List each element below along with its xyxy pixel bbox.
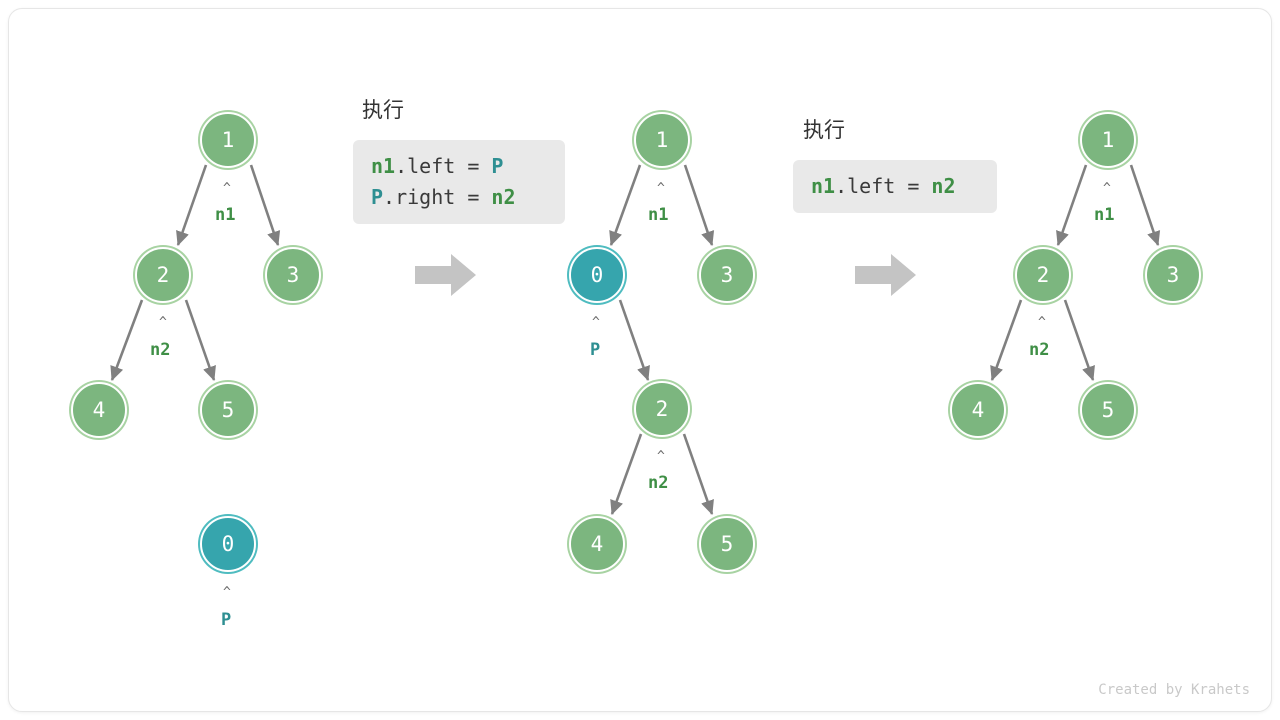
tree-node[interactable]: 1 — [200, 112, 256, 168]
step-title: 执行 — [803, 118, 845, 142]
code-token: n2 — [931, 174, 956, 198]
code-token: P — [491, 154, 504, 178]
code-token: .left = — [835, 174, 932, 198]
tree-node-highlighted[interactable]: 0 — [200, 516, 256, 572]
pointer-caret-icon: ^ — [223, 585, 231, 600]
code-token: .left = — [395, 154, 492, 178]
tree-node[interactable]: 3 — [265, 247, 321, 303]
tree-node-highlighted[interactable]: 0 — [569, 247, 625, 303]
tree-node[interactable]: 4 — [569, 516, 625, 572]
code-token: .right = — [383, 185, 492, 209]
step-title: 执行 — [362, 98, 404, 122]
tree-node[interactable]: 5 — [699, 516, 755, 572]
tree-node[interactable]: 4 — [71, 382, 127, 438]
tree-node[interactable]: 2 — [634, 381, 690, 437]
pointer-caret-icon: ^ — [1103, 181, 1111, 196]
tree-node[interactable]: 3 — [699, 247, 755, 303]
tree-node[interactable]: 1 — [1080, 112, 1136, 168]
pointer-label-n1: n1 — [1094, 205, 1115, 225]
pointer-caret-icon: ^ — [657, 181, 665, 196]
credit-text: Created by Krahets — [1098, 682, 1250, 698]
tree-node[interactable]: 2 — [135, 247, 191, 303]
pointer-caret-icon: ^ — [592, 315, 600, 330]
tree-node[interactable]: 2 — [1015, 247, 1071, 303]
code-token: n1 — [371, 154, 396, 178]
pointer-label-n2: n2 — [648, 473, 669, 493]
pointer-caret-icon: ^ — [223, 181, 231, 196]
pointer-caret-icon: ^ — [159, 315, 167, 330]
diagram-card — [8, 8, 1272, 712]
tree-node[interactable]: 3 — [1145, 247, 1201, 303]
pointer-caret-icon: ^ — [657, 449, 665, 464]
code-token: n2 — [491, 185, 516, 209]
pointer-caret-icon: ^ — [1038, 315, 1046, 330]
pointer-label-n2: n2 — [1029, 340, 1050, 360]
pointer-label-n1: n1 — [215, 205, 236, 225]
code-token: P — [371, 185, 384, 209]
tree-node[interactable]: 5 — [200, 382, 256, 438]
pointer-label-n1: n1 — [648, 205, 669, 225]
code-block-step1: n1.left = P P.right = n2 — [353, 140, 565, 224]
pointer-label-p: P — [221, 610, 232, 630]
code-block-step2: n1.left = n2 — [793, 160, 997, 213]
pointer-label-n2: n2 — [150, 340, 171, 360]
tree-node[interactable]: 5 — [1080, 382, 1136, 438]
flow-arrow-icon — [855, 254, 916, 296]
code-token: n1 — [811, 174, 836, 198]
tree-node[interactable]: 4 — [950, 382, 1006, 438]
pointer-label-p: P — [590, 340, 601, 360]
flow-arrow-icon — [415, 254, 476, 296]
tree-node[interactable]: 1 — [634, 112, 690, 168]
